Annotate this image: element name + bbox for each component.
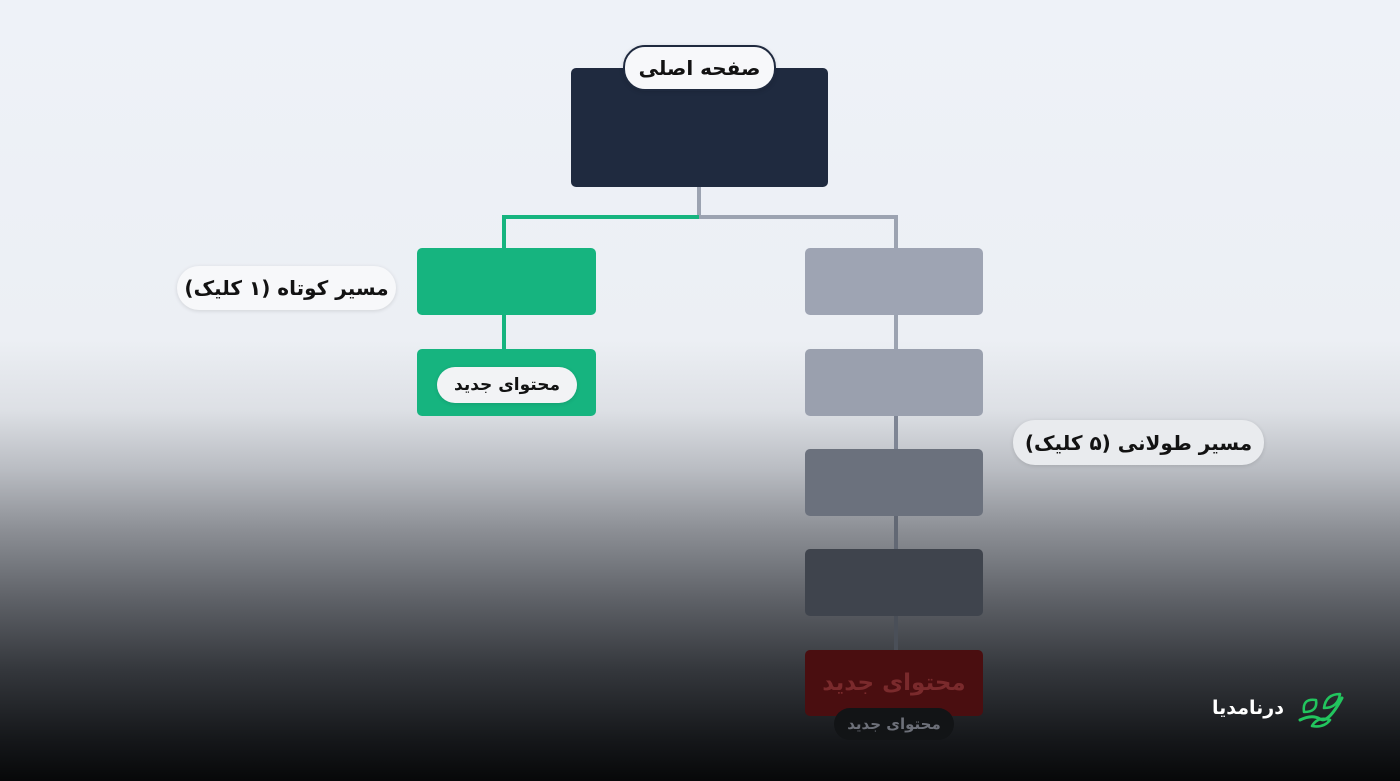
short-path-label: مسیر کوتاه (۱ کلیک) (177, 266, 396, 310)
short-path-node-1 (417, 248, 596, 315)
long-path-node-2 (805, 349, 983, 416)
long-path-label: مسیر طولانی (۵ کلیک) (1013, 420, 1264, 465)
long-path-connector-step-2 (894, 416, 898, 449)
root-label: صفحه اصلی (623, 45, 776, 91)
long-path-connector-step-3 (894, 516, 898, 549)
logo-text: درنامدیا (1212, 697, 1284, 719)
long-path-connector-step-4 (894, 616, 898, 650)
long-path-node-4 (805, 549, 983, 616)
short-path-connector-down (502, 215, 506, 248)
root-connector-vertical (697, 187, 701, 219)
leaf-icon (1298, 692, 1344, 728)
long-path-connector-horizontal (699, 215, 897, 219)
long-path-node-1 (805, 248, 983, 315)
long-path-target-node: محتوای جدید (805, 650, 983, 716)
brand-logo: درنامدیا (1212, 686, 1352, 730)
short-path-connector-horizontal (502, 215, 699, 219)
short-path-target-label: محتوای جدید (437, 367, 577, 403)
long-path-connector-step-1 (894, 315, 898, 349)
long-path-target-label: محتوای جدید (822, 670, 966, 696)
short-path-connector-step (502, 315, 506, 349)
long-path-target-caption: محتوای جدید (834, 708, 954, 740)
long-path-node-3 (805, 449, 983, 516)
long-path-connector-down (894, 215, 898, 248)
